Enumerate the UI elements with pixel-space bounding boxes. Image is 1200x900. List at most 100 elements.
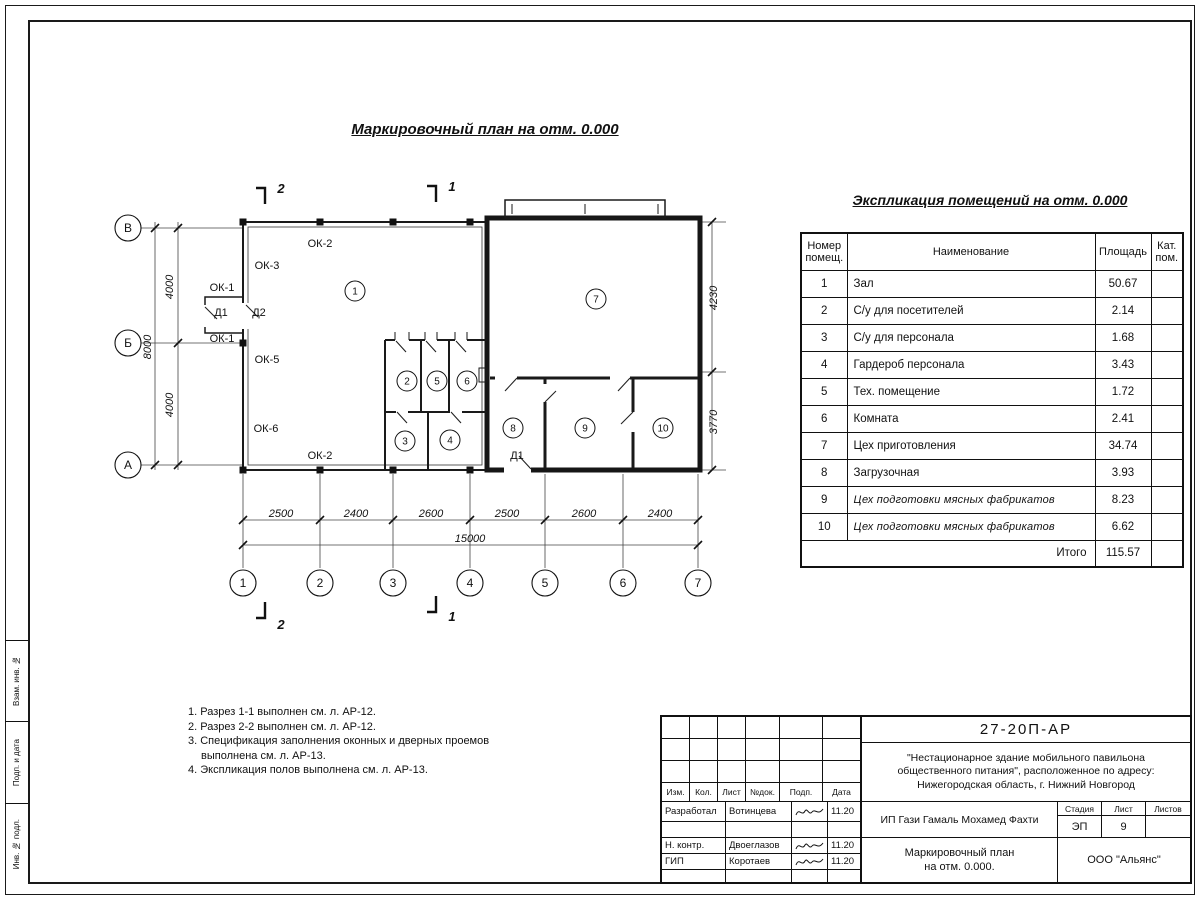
stage-grid: Стадия Лист Листов ЭП 9 [1058,802,1190,838]
plan-text: 4230 [708,285,720,310]
plan-text: 2 [276,617,285,632]
explication-table: Номер помещ. Наименование Площадь Кат. п… [800,232,1184,568]
signature [792,838,828,854]
plan-text: ОК-1 [210,333,235,345]
title-block-left: Изм. Кол. Лист №док. Подп. Дата Разработ… [662,717,862,882]
explication-total-row: Итого 115.57 [800,539,1184,568]
room-name-cell: Комната [846,404,1096,433]
plan-text: 3770 [708,409,720,434]
axis-bubble [114,329,142,357]
axis-label: 6 [620,576,627,590]
sheets-value [1146,816,1190,837]
room-area-cell: 3.93 [1094,458,1152,487]
room-number-bubble [574,417,596,439]
axis-bubble [684,569,712,597]
plan-text: ОК-2 [308,450,333,462]
room-number-label: 7 [593,295,599,306]
room-category-cell [1150,431,1184,460]
room-category-cell [1150,377,1184,406]
room-number-bubble [456,370,478,392]
axis-label: В [124,221,132,235]
axis-bubble [531,569,559,597]
room-name-cell: Цех подготовки мясных фабрикатов [846,485,1096,514]
revision-cell [662,739,690,761]
title-block: Изм. Кол. Лист №док. Подп. Дата Разработ… [660,715,1192,884]
revision-cell [780,739,823,761]
room-number-label: 2 [404,377,410,388]
room-area-cell: 50.67 [1094,269,1152,298]
room-name-cell: Цех приготовления [846,431,1096,460]
titleblock-date: 11.20 [828,854,860,870]
titleblock-date: 11.20 [828,802,860,822]
room-area-cell: 2.14 [1094,296,1152,325]
axis-bubble [229,569,257,597]
title-block-middle: ИП Гази Гамаль Мохамед Фахти Маркировочн… [862,802,1058,882]
plan-text: Д1 [214,307,228,319]
project-description: "Нестационарное здание мобильного павиль… [862,743,1190,802]
notes-list: 1. Разрез 1-1 выполнен см. л. АР-12.2. Р… [188,705,503,778]
plan-text: 2500 [268,508,294,520]
revision-cell [780,717,823,739]
explication-title: Экспликация помещений на отм. 0.000 [852,192,1128,208]
room-number-cell: 5 [800,377,848,406]
margin-cell: Инв. № подл. [5,802,28,884]
room-number-label: 10 [657,424,669,435]
col-header-number: Номер помещ. [800,232,848,271]
room-number-label: 5 [434,377,440,388]
stage-value: ЭП [1058,816,1102,837]
plan-title: Маркировочный план на отм. 0.000 [351,121,619,138]
plan-text: 1 [448,179,455,194]
plan-text: ОК-3 [255,260,280,272]
revision-cell [662,717,690,739]
title-block-stage-area: Стадия Лист Листов ЭП 9 ООО "Альянс" [1058,802,1190,882]
revision-cell [746,717,780,739]
room-name-cell: С/у для персонала [846,323,1096,352]
titleblock-name [726,822,792,838]
room-area-cell: 6.62 [1094,512,1152,541]
sheet-outer-border [5,5,1195,895]
room-name-cell: С/у для посетителей [846,296,1096,325]
room-area-cell: 2.41 [1094,404,1152,433]
titleblock-date: 11.20 [828,838,860,854]
col-kol: Кол. [690,783,718,801]
total-label: Итого [800,539,1096,568]
titleblock-role: ГИП [662,854,726,870]
plan-text: Д1 [510,450,524,462]
revision-cell [823,739,860,761]
col-ndok: №док. [746,783,780,801]
room-category-cell [1150,458,1184,487]
titleblock-name: Коротаев [726,854,792,870]
col-izm: Изм. [662,783,690,801]
project-line: общественного питания", расположенное по… [897,765,1155,778]
axis-bubble [306,569,334,597]
room-area-cell: 1.68 [1094,323,1152,352]
revision-cell [823,761,860,783]
axis-label: 1 [240,576,247,590]
room-number-bubble [344,280,366,302]
room-category-cell [1150,485,1184,514]
revision-cell [690,717,718,739]
revision-cell [746,739,780,761]
plan-text: 1 [448,609,455,624]
axis-label: 4 [467,576,474,590]
room-number-cell: 8 [800,458,848,487]
document-number: 27-20П-АР [862,717,1190,743]
axis-bubble [379,569,407,597]
company-name: ООО "Альянс" [1087,854,1161,866]
titleblock-date [828,870,860,882]
sheet-title-line: на отм. 0.000. [924,861,995,873]
room-number-bubble [426,370,448,392]
sheet-title: Маркировочный план на отм. 0.000. [862,838,1057,882]
room-category-cell [1150,350,1184,379]
plan-text: 2600 [571,508,597,520]
room-area-cell: 34.74 [1094,431,1152,460]
total-value: 115.57 [1094,539,1152,568]
room-number-label: 4 [447,436,453,447]
axis-label: Б [124,336,132,350]
